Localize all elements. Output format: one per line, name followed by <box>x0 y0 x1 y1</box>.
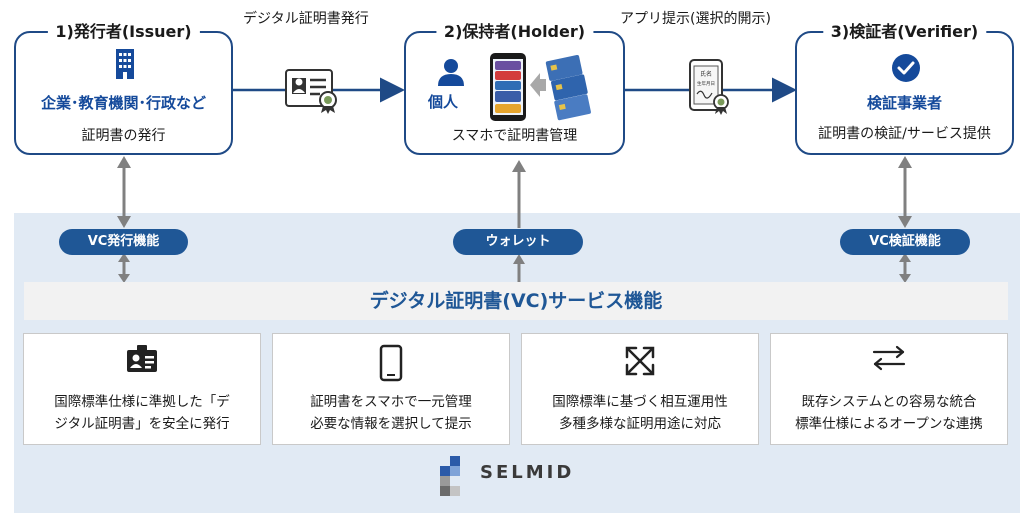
selmid-logo: SELMID <box>440 456 571 504</box>
selmid-logo-mark <box>440 456 460 496</box>
feature-box-wallet: 証明書をスマホで一元管理 必要な情報を選択して提示 <box>272 333 510 445</box>
person-icon <box>436 57 466 91</box>
feature-interop-line1: 国際標準に基づく相互運用性 <box>552 394 728 410</box>
holder-link-arrow <box>512 160 526 282</box>
id-name-text: 氏名 <box>700 70 712 78</box>
id-card-icon <box>125 344 159 378</box>
wallet-phone-icon <box>488 51 598 127</box>
feature-box-interop: 国際標準に基づく相互運用性 多種多様な証明用途に対応 <box>521 333 759 445</box>
verifier-name: 検証事業者 <box>866 94 942 112</box>
holder-title: 2)保持者(Holder) <box>435 21 594 43</box>
certificate-icon <box>284 68 342 118</box>
expand-arrows-icon <box>623 344 657 382</box>
feature-issue-line2: ジタル証明書」を安全に発行 <box>54 416 230 432</box>
checkmark-icon <box>891 53 921 87</box>
issuer-title: 1)発行者(Issuer) <box>47 21 200 43</box>
verifier-title: 3)検証者(Verifier) <box>822 21 987 43</box>
feature-issue-line1: 国際標準仕様に準拠した「デ <box>54 394 230 410</box>
holder-box: 2)保持者(Holder) 個人 <box>404 21 625 155</box>
feature-box-integration: 既存システムとの容易な統合 標準仕様によるオープンな連携 <box>770 333 1008 445</box>
feature-integration-line2: 標準仕様によるオープンな連携 <box>795 416 983 432</box>
phone-id-icon: 氏名 生年月日 <box>688 58 732 120</box>
smartphone-icon <box>379 344 403 386</box>
issuer-link-arrow <box>117 156 131 283</box>
exchange-arrows-icon <box>870 344 908 376</box>
present-edge-label: アプリ提示(選択的開示) <box>620 11 771 27</box>
vc-verify-function-pill: VC検証機能 <box>840 229 970 255</box>
building-icon <box>114 47 136 85</box>
issuer-desc: 証明書の発行 <box>81 128 166 144</box>
service-title: デジタル証明書(VC)サービス機能 <box>24 282 1008 320</box>
verifier-box: 3)検証者(Verifier) 検証事業者 証明書の検証/サービス提供 <box>795 21 1014 155</box>
issuer-name: 企業･教育機関･行政など <box>40 94 206 112</box>
holder-desc: スマホで証明書管理 <box>451 128 578 144</box>
vc-issue-function-pill: VC発行機能 <box>59 229 188 255</box>
verifier-link-arrow <box>898 156 912 283</box>
holder-name: 個人 <box>428 93 459 111</box>
feature-interop-line2: 多種多様な証明用途に対応 <box>559 416 721 432</box>
feature-wallet-line1: 証明書をスマホで一元管理 <box>310 394 472 410</box>
brand-name: SELMID <box>480 462 575 483</box>
feature-wallet-line2: 必要な情報を選択して提示 <box>310 416 472 432</box>
id-dob-text: 生年月日 <box>697 80 715 87</box>
feature-box-issue: 国際標準仕様に準拠した「デ ジタル証明書」を安全に発行 <box>23 333 261 445</box>
verifier-desc: 証明書の検証/サービス提供 <box>818 126 991 142</box>
wallet-function-pill: ウォレット <box>453 229 583 255</box>
issuer-box: 1)発行者(Issuer) 企業･教育機関･行政など 証明書の発行 <box>14 21 233 155</box>
feature-integration-line1: 既存システムとの容易な統合 <box>801 394 977 410</box>
issue-edge-label: デジタル証明書発行 <box>243 11 369 27</box>
